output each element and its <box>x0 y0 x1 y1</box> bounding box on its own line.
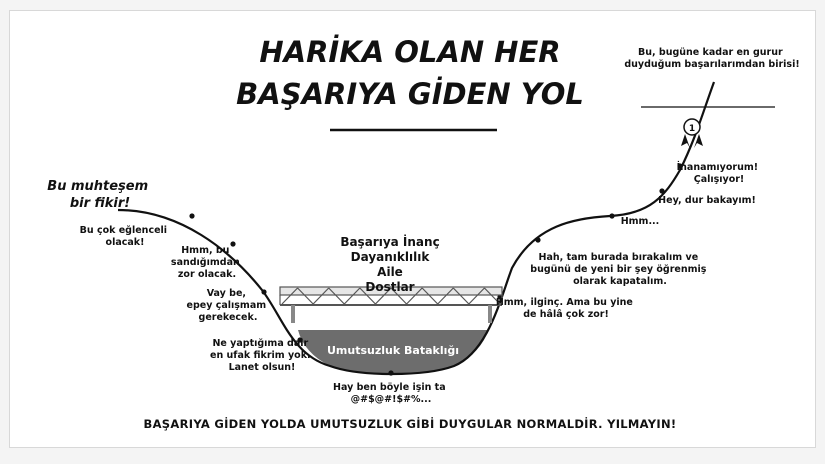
achievement-note: Bu, bugüne kadar en gurur duyduğum başar… <box>624 47 799 70</box>
stage-dot <box>497 294 503 300</box>
stage-fun: Bu çok eğlenceli olacak! <box>80 225 171 248</box>
stage-wait: Hey, dur bakayım! <box>658 195 756 206</box>
bridge <box>279 286 503 323</box>
stage-dot <box>659 188 665 194</box>
stage-hmm: Hmm... <box>621 216 660 227</box>
stage-work: Vay be, epey çalışmam gerekecek. <box>187 288 270 323</box>
stage-dot <box>297 337 303 343</box>
bridge-truss-strut <box>297 287 314 305</box>
bridge-truss-strut <box>281 287 299 305</box>
swamp-label: Umutsuzluk Bataklığı <box>327 344 459 357</box>
bridge-truss-strut <box>390 287 408 305</box>
stage-stop-here: Hah, tam burada bırakalım ve bugünü de y… <box>530 252 709 287</box>
stage-dot <box>677 163 683 169</box>
swamp-fill <box>298 330 488 374</box>
support-family: Aile <box>377 265 403 279</box>
medal-number: 1 <box>689 124 695 134</box>
stage-interesting: Hmm, ilginç. Ama bu yine de hâlâ çok zor… <box>496 297 636 320</box>
bridge-truss-strut <box>437 287 454 305</box>
journey-curve <box>117 81 716 376</box>
bridge-truss-strut <box>452 287 470 305</box>
stage-dot <box>535 237 541 243</box>
stage-clueless: Ne yaptığıma dair en ufak fikrim yok. La… <box>210 338 314 373</box>
bridge-truss-strut <box>374 287 392 305</box>
footer-message: BAŞARIYA GİDEN YOLDA UMUTSUZLUK GİBİ DUY… <box>144 416 677 431</box>
bridge-truss-strut <box>483 287 501 305</box>
title-line-1: HARİKA OLAN HER <box>259 35 560 69</box>
stage-dot <box>609 213 615 219</box>
bridge-truss-strut <box>343 287 361 305</box>
bridge-truss-strut <box>359 287 376 305</box>
stage-dot <box>189 213 195 219</box>
bridge-truss-strut <box>421 287 439 305</box>
support-friends: Dostlar <box>365 280 414 294</box>
stage-it-works: İnanamıyorum! Çalışıyor! <box>677 162 762 185</box>
stage-harder: Hmm, bu sandığımdan zor olacak. <box>171 245 243 280</box>
poster-card <box>9 10 816 448</box>
support-resilience: Dayanıklılık <box>351 250 431 264</box>
medal-icon: 1 <box>681 118 703 148</box>
stage-despair: Hay ben böyle işin ta @#$@#!$#%... <box>333 382 449 405</box>
support-belief: Başarıya İnanç <box>340 234 439 249</box>
bridge-truss-strut <box>406 287 423 305</box>
bridge-truss-strut <box>312 287 330 305</box>
title-line-2: BAŞARIYA GİDEN YOL <box>236 77 584 111</box>
bridge-truss-strut <box>468 287 485 305</box>
stage-great-idea: Bu muhteşem bir fikir! <box>47 179 152 211</box>
stage-dot <box>230 241 236 247</box>
stage-dot <box>388 370 394 376</box>
stage-dot <box>261 289 267 295</box>
bridge-truss-strut <box>328 287 345 305</box>
